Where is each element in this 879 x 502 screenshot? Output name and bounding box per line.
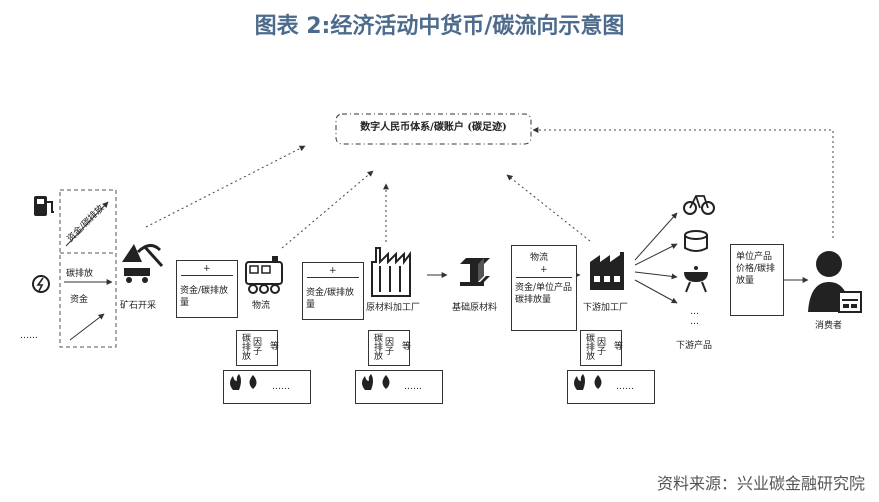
node-logistics: 物流 <box>252 301 271 311</box>
flame-icon-1 <box>230 374 241 390</box>
factor-2-a: 碳排放 <box>372 333 382 360</box>
flow-box-1-plus: + <box>203 264 211 274</box>
flow-box-1-text: 资金/碳排放量 <box>180 286 229 308</box>
node-downstream-products: 下游产品 <box>676 341 713 351</box>
flame-icon-2 <box>362 374 373 390</box>
factor-1-a: 碳排放 <box>240 333 250 360</box>
factor-2-c: 等 <box>400 341 410 350</box>
dotted-arrow-downstream <box>506 174 591 242</box>
factor-3-b: 因子 <box>595 337 605 355</box>
factor-3-c: 等 <box>612 341 622 350</box>
dotted-arrow-logistics <box>281 170 374 249</box>
node-consumer: 消费者 <box>815 321 843 331</box>
factor-box-1: 碳排放 因子 等 <box>236 330 278 366</box>
energy-box-1-ellipsis: …… <box>272 382 290 392</box>
factor-1-c: 等 <box>268 341 278 350</box>
drop-icon-2 <box>382 375 390 389</box>
consumer-icon <box>808 251 862 313</box>
flow-box-4: 单位产品价格/碳排放量 <box>730 244 784 316</box>
node-base-materials: 基础原材料 <box>452 303 498 313</box>
drop-icon-1 <box>249 375 257 389</box>
panel-arrow-diag-1 <box>65 201 109 247</box>
dotted-arrow-consumer <box>532 127 834 238</box>
mining-icon <box>122 244 164 283</box>
top-box-frame <box>335 113 532 145</box>
flow-box-3-text: 资金/单位产品碳排放量 <box>515 283 573 305</box>
steel-beam-icon <box>460 258 490 286</box>
node-downstream-plant: 下游加工厂 <box>583 303 629 313</box>
electricity-icon <box>32 275 50 293</box>
flow-box-3: 物流 + 资金/单位产品碳排放量 <box>511 245 577 331</box>
panel-arrow-diag-2 <box>69 313 105 341</box>
left-panel-frame <box>59 189 117 348</box>
products-ellipsis-2: … <box>690 317 699 327</box>
flow-box-3-plus: + <box>540 265 548 275</box>
figure-title: 图表 2:经济活动中货币/碳流向示意图 <box>254 14 625 39</box>
flow-box-2-plus: + <box>329 266 337 276</box>
flame-icon-3 <box>574 374 585 390</box>
factor-box-2: 碳排放 因子 等 <box>368 330 410 366</box>
train-icon <box>245 256 283 294</box>
products-ellipsis: … <box>690 307 699 317</box>
node-raw-materials-plant: 原材料加工厂 <box>366 303 421 313</box>
node-mining: 矿石开采 <box>120 301 157 311</box>
drop-icon-3 <box>594 375 602 389</box>
downstream-factory-icon <box>590 252 624 290</box>
energy-box-3: …… <box>567 370 655 404</box>
left-panel-emission-label: 碳排放 <box>66 269 94 279</box>
left-ellipsis: …… <box>20 331 38 341</box>
flow-box-3-top: 物流 <box>530 253 549 263</box>
factor-2-b: 因子 <box>383 337 393 355</box>
energy-box-3-ellipsis: …… <box>616 382 634 392</box>
dotted-arrow-mining <box>145 145 306 228</box>
charging-station-icon <box>34 196 54 216</box>
can-icon <box>684 230 708 252</box>
top-box-label: 数字人民币体系/碳账户 (碳足迹) <box>360 122 507 133</box>
factor-3-a: 碳排放 <box>584 333 594 360</box>
flow-box-4-text: 单位产品价格/碳排放量 <box>736 252 776 286</box>
factory-icon <box>371 247 411 297</box>
source-note: 资料来源：兴业碳金融研究院 <box>656 474 865 493</box>
flow-box-2-text: 资金/碳排放量 <box>306 288 355 310</box>
energy-box-1: …… <box>223 370 311 404</box>
factor-1-b: 因子 <box>251 337 261 355</box>
flow-box-2: + 资金/碳排放量 <box>302 262 364 320</box>
factor-box-3: 碳排放 因子 等 <box>580 330 622 366</box>
energy-box-2: …… <box>355 370 443 404</box>
grill-icon <box>684 266 708 293</box>
energy-box-2-ellipsis: …… <box>404 382 422 392</box>
bicycle-icon <box>683 195 715 215</box>
flow-box-1: + 资金/碳排放量 <box>176 260 238 318</box>
left-panel-funds-label: 资金 <box>70 295 89 305</box>
